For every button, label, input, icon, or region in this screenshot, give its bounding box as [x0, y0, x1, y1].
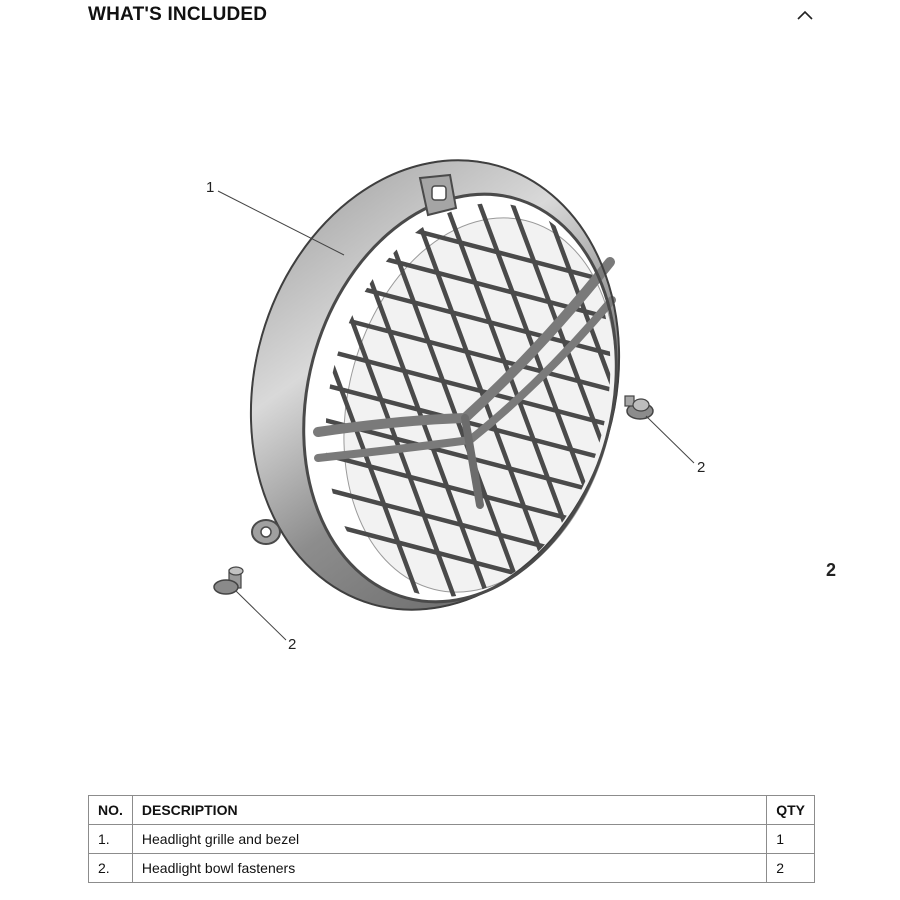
- callout-label-2-right: 2: [697, 459, 705, 476]
- row-no: 1.: [88, 824, 133, 854]
- leader-line-2-right: [645, 415, 695, 464]
- leader-line-1: [217, 190, 345, 256]
- header-qty: QTY: [766, 795, 815, 825]
- callout-label-2-left: 2: [288, 636, 296, 653]
- table-header-row: NO. DESCRIPTION QTY: [88, 795, 815, 825]
- row-no: 2.: [88, 853, 133, 883]
- exploded-parts-diagram: 1 2 2 2: [206, 159, 836, 653]
- header-no: NO.: [88, 795, 133, 825]
- header-description: DESCRIPTION: [131, 795, 768, 825]
- fastener-part-left: [213, 566, 244, 595]
- section-title: WHAT'S INCLUDED: [88, 4, 268, 25]
- table-row: 1. Headlight grille and bezel 1: [88, 824, 815, 854]
- row-qty: 2: [766, 853, 815, 883]
- section-header[interactable]: WHAT'S INCLUDED: [88, 0, 818, 30]
- parts-table: NO. DESCRIPTION QTY 1. Headlight grille …: [88, 795, 815, 883]
- row-description: Headlight grille and bezel: [131, 824, 768, 854]
- table-row: 2. Headlight bowl fasteners 2: [88, 853, 815, 883]
- chevron-up-icon[interactable]: [792, 2, 818, 28]
- row-description: Headlight bowl fasteners: [131, 853, 768, 883]
- headlight-grille-bezel-part: [249, 159, 651, 628]
- fastener-part-right: [624, 395, 654, 420]
- edge-mark: 2: [826, 560, 836, 580]
- callout-label-1: 1: [206, 179, 214, 196]
- row-qty: 1: [766, 824, 815, 854]
- leader-line-2-left: [235, 590, 287, 641]
